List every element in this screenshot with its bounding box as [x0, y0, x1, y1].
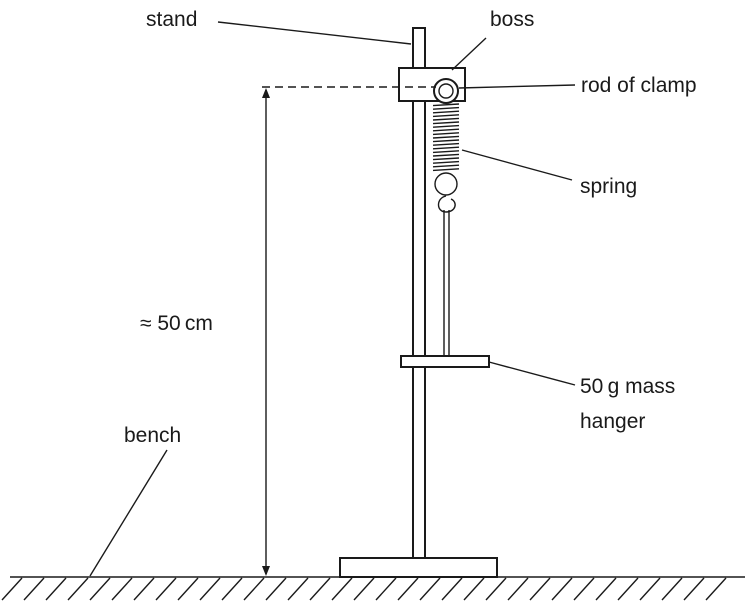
label-rod-of-clamp: rod of clamp: [581, 74, 697, 97]
bench-hatch-line: [155, 577, 177, 601]
spring-coil: [432, 168, 460, 172]
bench-hatch-line: [683, 577, 705, 601]
spring-coil: [432, 157, 460, 161]
bench-hatch-line: [177, 577, 199, 601]
hanger-hook: [437, 195, 456, 213]
bench-hatch-line: [309, 577, 331, 601]
bench-hatch-line: [573, 577, 595, 601]
bench-hatch-line: [441, 577, 463, 601]
bench-hatch-line: [463, 577, 485, 601]
clamp-rod-outer: [433, 78, 459, 104]
spring-coil: [432, 150, 460, 154]
bench-hatch-line: [199, 577, 221, 601]
bench-hatch-line: [529, 577, 551, 601]
bench-hatch-line: [617, 577, 639, 601]
bench-hatch-line: [67, 577, 89, 601]
label-spring: spring: [580, 175, 637, 198]
bench-hatch-line: [485, 577, 507, 601]
bench-hatch-line: [331, 577, 353, 601]
bench-hatch-line: [595, 577, 617, 601]
bench-hatch-line: [287, 577, 309, 601]
spring-coil: [432, 110, 460, 114]
spring-coil: [432, 139, 460, 143]
label-mass-hanger-line2: hanger: [580, 410, 645, 433]
spring-coil: [432, 128, 460, 132]
spring-leader-line: [461, 149, 573, 181]
label-height: ≈ 50 cm: [140, 312, 213, 335]
spring-coil: [432, 117, 460, 121]
bench-hatch-line: [111, 577, 133, 601]
spring-coil: [432, 121, 460, 125]
bench: [1, 576, 745, 601]
bench-hatch-line: [265, 577, 287, 601]
clamp-leader-line: [458, 84, 576, 89]
bench-hatch-line: [397, 577, 419, 601]
bench-hatch-line: [1, 577, 23, 601]
bench-hatch-line: [353, 577, 375, 601]
hanger-leader-line: [488, 361, 576, 386]
spring-coils: [432, 103, 460, 172]
bench-hatch-line: [45, 577, 67, 601]
spring-coil: [432, 103, 460, 107]
spring-coil: [432, 160, 460, 164]
spring-coil: [432, 106, 460, 110]
height-arrow-head-top: [262, 88, 270, 98]
spring-coil: [432, 135, 460, 139]
bench-hatch-line: [133, 577, 155, 601]
label-bench: bench: [124, 424, 181, 447]
mass-hanger-plate: [400, 355, 490, 368]
spring-coil: [432, 132, 460, 136]
bench-hatch-line: [243, 577, 265, 601]
stand-rod: [412, 27, 426, 559]
spring-coil: [432, 124, 460, 128]
bench-hatch-line: [221, 577, 243, 601]
bench-leader-line: [89, 449, 168, 577]
bench-hatch-line: [507, 577, 529, 601]
bench-hatch-line: [705, 577, 727, 601]
spring-coil: [432, 142, 460, 146]
bench-hatch-line: [639, 577, 661, 601]
boss-leader-line: [451, 37, 487, 71]
bench-hatch-line: [551, 577, 573, 601]
spring-bottom-loop: [434, 172, 458, 196]
bench-hatching: [1, 577, 727, 601]
height-arrow-head-bottom: [262, 566, 270, 576]
spring-coil: [432, 153, 460, 157]
bench-hatch-line: [89, 577, 111, 601]
spring-coil: [432, 164, 460, 168]
bench-hatch-line: [661, 577, 683, 601]
label-stand: stand: [146, 8, 197, 31]
stand-leader-line: [217, 21, 412, 45]
bench-hatch-line: [419, 577, 441, 601]
stand-base: [339, 557, 498, 578]
label-mass-hanger-line1: 50 g mass: [580, 375, 675, 398]
bench-hatch-line: [23, 577, 45, 601]
spring-coil: [432, 146, 460, 150]
label-boss: boss: [490, 8, 534, 31]
spring-coil: [432, 114, 460, 118]
clamp-rod-inner: [438, 83, 454, 99]
height-dimension-arrow: [262, 88, 270, 576]
bench-hatch-line: [375, 577, 397, 601]
